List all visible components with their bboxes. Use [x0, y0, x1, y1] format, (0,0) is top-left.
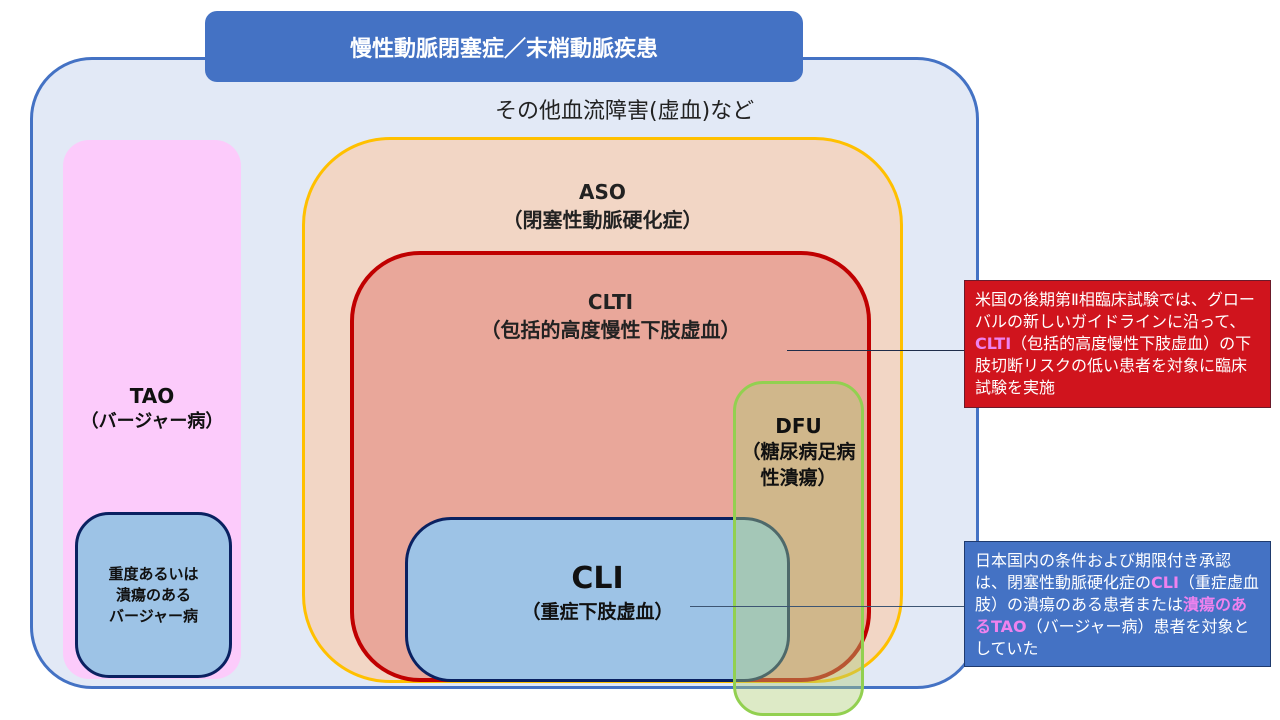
aso-subtitle: （閉塞性動脈硬化症） [502, 208, 703, 232]
severe-tao-box: 重度あるいは 潰瘍のある バージャー病 [75, 512, 232, 678]
callout-highlight-tao: 潰瘍のあるTAO [975, 595, 1248, 636]
clti-subtitle: （包括的高度慢性下肢虚血） [480, 318, 741, 342]
callout-japan-approval: 日本国内の条件および期限付き承認は、閉塞性動脈硬化症のCLI（重症虚血肢）の潰瘍… [964, 541, 1271, 667]
callout-highlight-cli: CLI [1151, 573, 1179, 592]
cli-label: CLI （重症下肢虚血） [405, 560, 790, 626]
other-ischemia-label: その他血流障害(虚血)など [495, 99, 755, 124]
clti-label: CLTI （包括的高度慢性下肢虚血） [350, 288, 871, 344]
callout-text: （重症虚血肢）の潰瘍のある患者または [975, 573, 1259, 614]
connector-line-clti [787, 350, 964, 351]
cli-subtitle: （重症下肢虚血） [521, 601, 674, 623]
dfu-label: DFU （糖尿病足病 性潰瘍） [733, 413, 864, 491]
header-banner: 慢性動脈閉塞症／末梢動脈疾患 [205, 11, 803, 82]
cli-title: CLI [571, 561, 624, 596]
callout-text: 日本国内の条件および期限付き承認は、閉塞性動脈硬化症の [975, 551, 1232, 592]
dfu-region [733, 381, 864, 716]
severe-tao-line: バージャー病 [109, 606, 198, 625]
tao-subtitle: （バージャー病） [80, 411, 224, 432]
cli-region [405, 517, 790, 682]
dfu-subtitle-line: 性潰瘍） [760, 467, 837, 489]
tao-title: TAO [129, 384, 175, 408]
clti-title: CLTI [587, 290, 634, 314]
callout-text: 米国の後期第Ⅱ相臨床試験では、グローバルの新しいガイドラインに沿って、 [975, 290, 1255, 331]
header-title: 慢性動脈閉塞症／末梢動脈疾患 [349, 36, 658, 62]
callout-highlight-clti: CLTI [975, 334, 1012, 353]
severe-tao-line: 潰瘍のある [115, 585, 191, 604]
aso-title: ASO [579, 180, 626, 204]
dfu-subtitle-line: （糖尿病足病 [741, 441, 856, 463]
callout-us-trial: 米国の後期第Ⅱ相臨床試験では、グローバルの新しいガイドラインに沿って、 CLTI（… [964, 280, 1271, 408]
severe-tao-line: 重度あるいは [108, 564, 199, 583]
callout-text: （包括的高度慢性下肢虚血）の下肢切断リスクの低い患者を対象に臨床試験を実施 [975, 334, 1252, 397]
aso-label: ASO （閉塞性動脈硬化症） [302, 178, 903, 234]
connector-line-cli [690, 606, 964, 607]
tao-label: TAO （バージャー病） [63, 383, 241, 435]
callout-text: （バージャー病）患者を対象としていた [975, 617, 1250, 658]
dfu-title: DFU [775, 414, 822, 438]
